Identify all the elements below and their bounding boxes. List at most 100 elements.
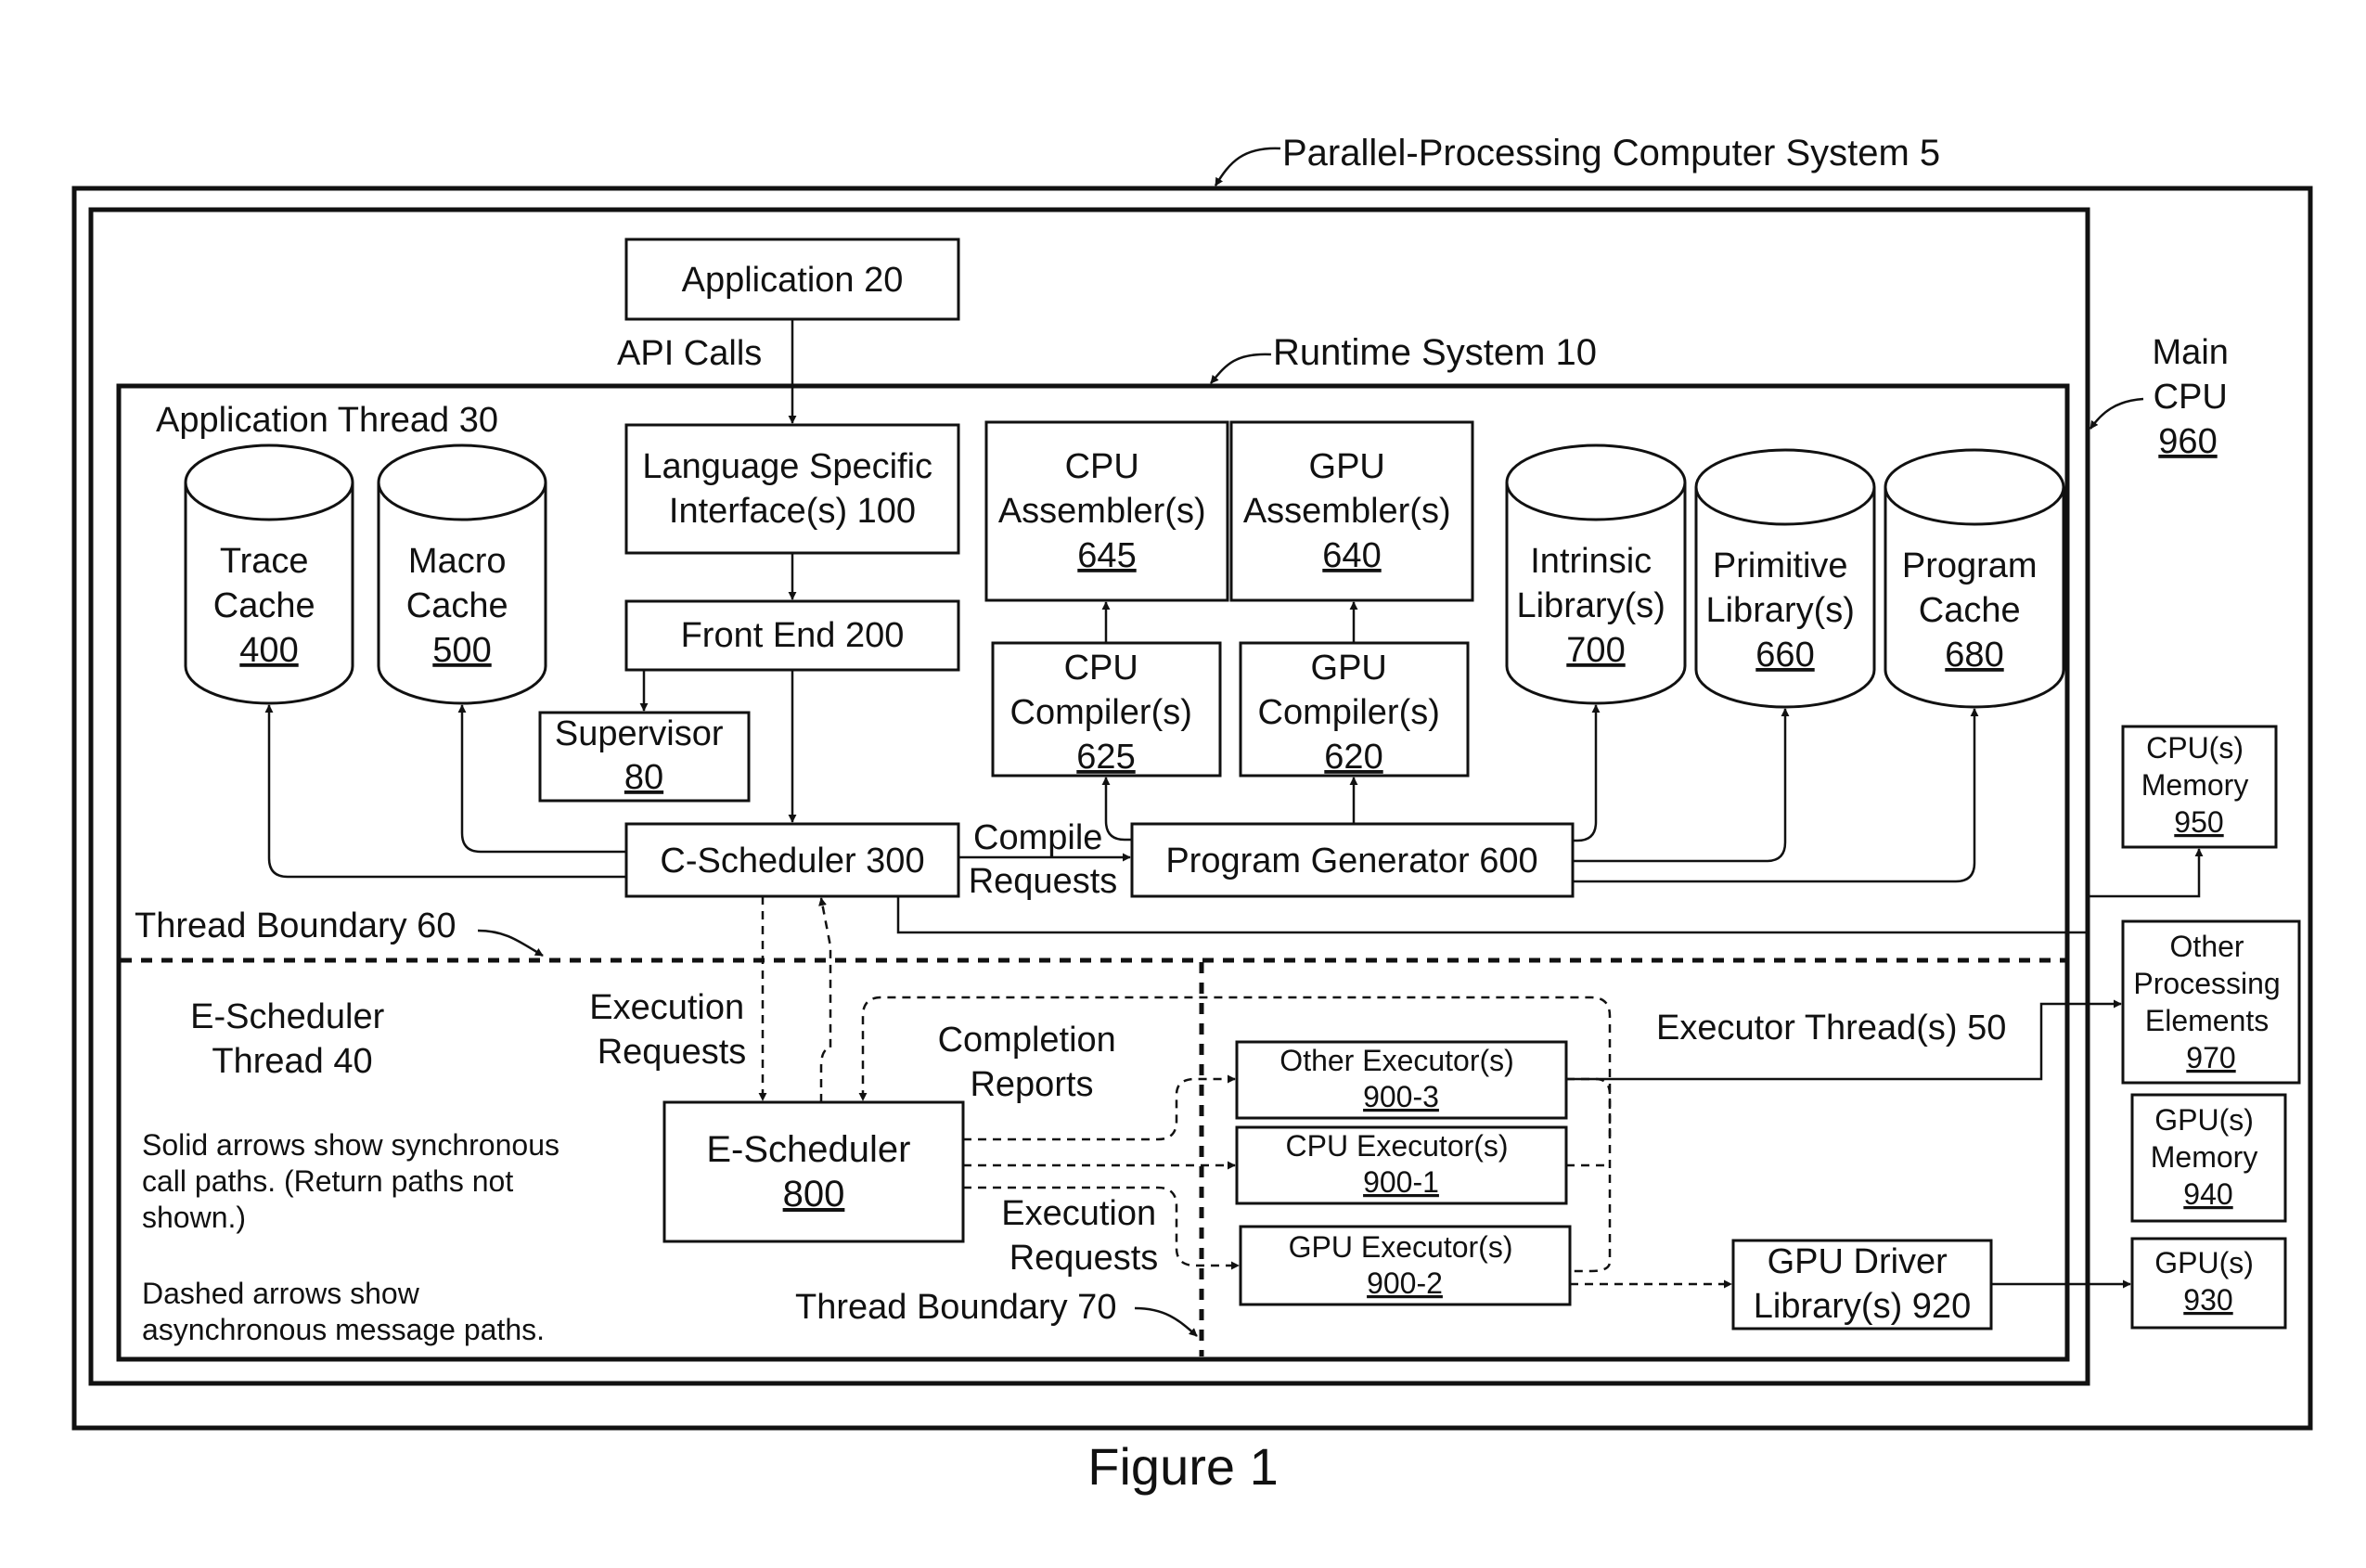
trace-cache-line3: 400 (239, 631, 298, 670)
execution-requests-1-line1: Execution (589, 988, 744, 1027)
cpu-memory-line3: 950 (2174, 805, 2223, 839)
legend-solid-line2: call paths. (Return paths not (142, 1164, 513, 1198)
e-scheduler-line1: E-Scheduler (706, 1129, 910, 1170)
cpu-assembler-line3: 645 (1077, 536, 1136, 575)
cpu-executor-line2: 900-1 (1363, 1165, 1439, 1199)
system-title-pointer (1215, 148, 1280, 186)
e-scheduler-thread-line2: Thread 40 (212, 1042, 372, 1081)
cpu-assembler-line2: Assembler(s) (998, 492, 1206, 531)
gpu-compiler-line2: Compiler(s) (1258, 693, 1440, 732)
intrinsic-library-line3: 700 (1566, 631, 1625, 670)
e-scheduler-thread-line1: E-Scheduler (190, 997, 384, 1036)
c-scheduler-label: C-Scheduler 300 (660, 842, 924, 880)
other-pe-line3: Elements (2145, 1004, 2269, 1037)
main-cpu-line1: Main (2153, 333, 2229, 372)
gpu-compiler-line1: GPU (1311, 649, 1387, 688)
thread-boundary-60-label: Thread Boundary 60 (135, 906, 456, 945)
arrow-completion-reports-up (821, 898, 830, 1102)
runtime-title-pointer (1211, 354, 1271, 383)
thread-boundary-60-pointer (478, 931, 543, 956)
gpu-executor-line2: 900-2 (1367, 1266, 1443, 1300)
execution-requests-2-line2: Requests (1009, 1239, 1159, 1278)
app-thread-label: Application Thread 30 (156, 401, 498, 440)
execution-requests-2-line1: Execution (1001, 1194, 1156, 1233)
arrow-generator-to-intrinsic-lib (1573, 705, 1596, 841)
trace-cache-line1: Trace (220, 542, 309, 581)
other-pe-line4: 970 (2186, 1041, 2235, 1074)
cpu-compiler-line3: 625 (1076, 738, 1135, 777)
runtime-title: Runtime System 10 (1273, 332, 1597, 373)
arrow-generator-to-program-cache (1573, 709, 1974, 881)
executor-threads-label: Executor Thread(s) 50 (1656, 1009, 2006, 1047)
legend-solid-line3: shown.) (142, 1201, 246, 1234)
legend-dashed-arrows: Dashed arrows show asynchronous message … (142, 1277, 545, 1346)
application-label: Application 20 (682, 261, 904, 300)
gpus-line1: GPU(s) (2154, 1246, 2254, 1279)
gpu-memory-line1: GPU(s) (2154, 1103, 2254, 1137)
gpus-line2: 930 (2183, 1283, 2232, 1317)
main-cpu-line2: CPU (2154, 378, 2228, 417)
program-cache-line1: Program (1902, 546, 2038, 585)
execution-requests-label-1: Execution Requests (589, 988, 753, 1072)
compile-requests-line2: Requests (969, 862, 1118, 901)
main-cpu-label: Main CPU 960 (2153, 333, 2239, 461)
cpu-compiler-line2: Compiler(s) (1010, 693, 1192, 732)
completion-reports-line2: Reports (970, 1065, 1093, 1104)
cpu-compiler-line1: CPU (1064, 649, 1138, 688)
macro-cache-line2: Cache (406, 586, 508, 625)
trace-cache-cylinder: Trace Cache 400 (186, 445, 353, 703)
gpu-assembler-line3: 640 (1322, 536, 1381, 575)
primitive-library-line1: Primitive (1713, 546, 1848, 585)
legend-solid-arrows: Solid arrows show synchronous call paths… (142, 1128, 568, 1234)
macro-cache-line3: 500 (432, 631, 491, 670)
language-interface-line1: Language Specific (642, 447, 932, 486)
primitive-library-line2: Library(s) (1705, 591, 1854, 630)
arrow-executors-completion-bus (1566, 1079, 1610, 1271)
gpu-driver-line1: GPU Driver (1768, 1242, 1948, 1281)
execution-requests-label-2: Execution Requests (1001, 1194, 1165, 1278)
execution-requests-1-line2: Requests (598, 1033, 747, 1072)
language-interface-line2: Interface(s) 100 (669, 492, 916, 531)
other-pe-line2: Processing (2133, 967, 2280, 1000)
cpu-assembler-line1: CPU (1065, 447, 1139, 486)
thread-boundary-70-pointer (1135, 1308, 1197, 1336)
intrinsic-library-line2: Library(s) (1516, 586, 1665, 625)
front-end-label: Front End 200 (681, 616, 905, 655)
other-pe-line1: Other (2170, 930, 2244, 963)
compile-requests-label: Compile Requests (969, 818, 1118, 901)
other-executor-line2: 900-3 (1363, 1080, 1439, 1113)
language-interface-box (626, 425, 958, 553)
e-scheduler-box (664, 1102, 963, 1241)
gpu-compiler-line3: 620 (1324, 738, 1382, 777)
arrow-generator-to-primitive-lib (1573, 709, 1785, 861)
thread-boundary-70-label: Thread Boundary 70 (795, 1288, 1116, 1327)
program-cache-cylinder: Program Cache 680 (1885, 450, 2064, 707)
supervisor-line2: 80 (624, 758, 663, 797)
legend-dashed-line2: asynchronous message paths. (142, 1313, 545, 1346)
gpu-assembler-line1: GPU (1309, 447, 1385, 486)
trace-cache-line2: Cache (213, 586, 315, 625)
other-executor-line1: Other Executor(s) (1279, 1044, 1514, 1077)
e-scheduler-thread-label: E-Scheduler Thread 40 (190, 997, 394, 1081)
legend-solid-line1: Solid arrows show synchronous (142, 1128, 559, 1162)
primitive-library-line3: 660 (1755, 636, 1814, 675)
cpu-memory-line1: CPU(s) (2146, 731, 2244, 765)
completion-reports-line1: Completion (938, 1021, 1116, 1060)
legend-dashed-line1: Dashed arrows show (142, 1277, 420, 1310)
primitive-library-cylinder: Primitive Library(s) 660 (1696, 450, 1874, 707)
gpu-memory-line3: 940 (2183, 1177, 2232, 1211)
api-calls-label: API Calls (617, 334, 762, 373)
main-cpu-line3: 960 (2158, 422, 2217, 461)
completion-reports-label: Completion Reports (938, 1021, 1126, 1104)
macro-cache-cylinder: Macro Cache 500 (379, 445, 546, 703)
cpu-executor-line1: CPU Executor(s) (1286, 1129, 1509, 1163)
gpu-memory-line2: Memory (2151, 1140, 2258, 1174)
supervisor-line1: Supervisor (555, 714, 724, 753)
program-cache-line3: 680 (1945, 636, 2003, 675)
system-title: Parallel-Processing Computer System 5 (1282, 133, 1940, 174)
figure-caption: Figure 1 (1087, 1437, 1278, 1496)
gpu-driver-line2: Library(s) 920 (1754, 1287, 1971, 1326)
intrinsic-library-cylinder: Intrinsic Library(s) 700 (1507, 445, 1685, 703)
e-scheduler-line2: 800 (783, 1174, 845, 1215)
